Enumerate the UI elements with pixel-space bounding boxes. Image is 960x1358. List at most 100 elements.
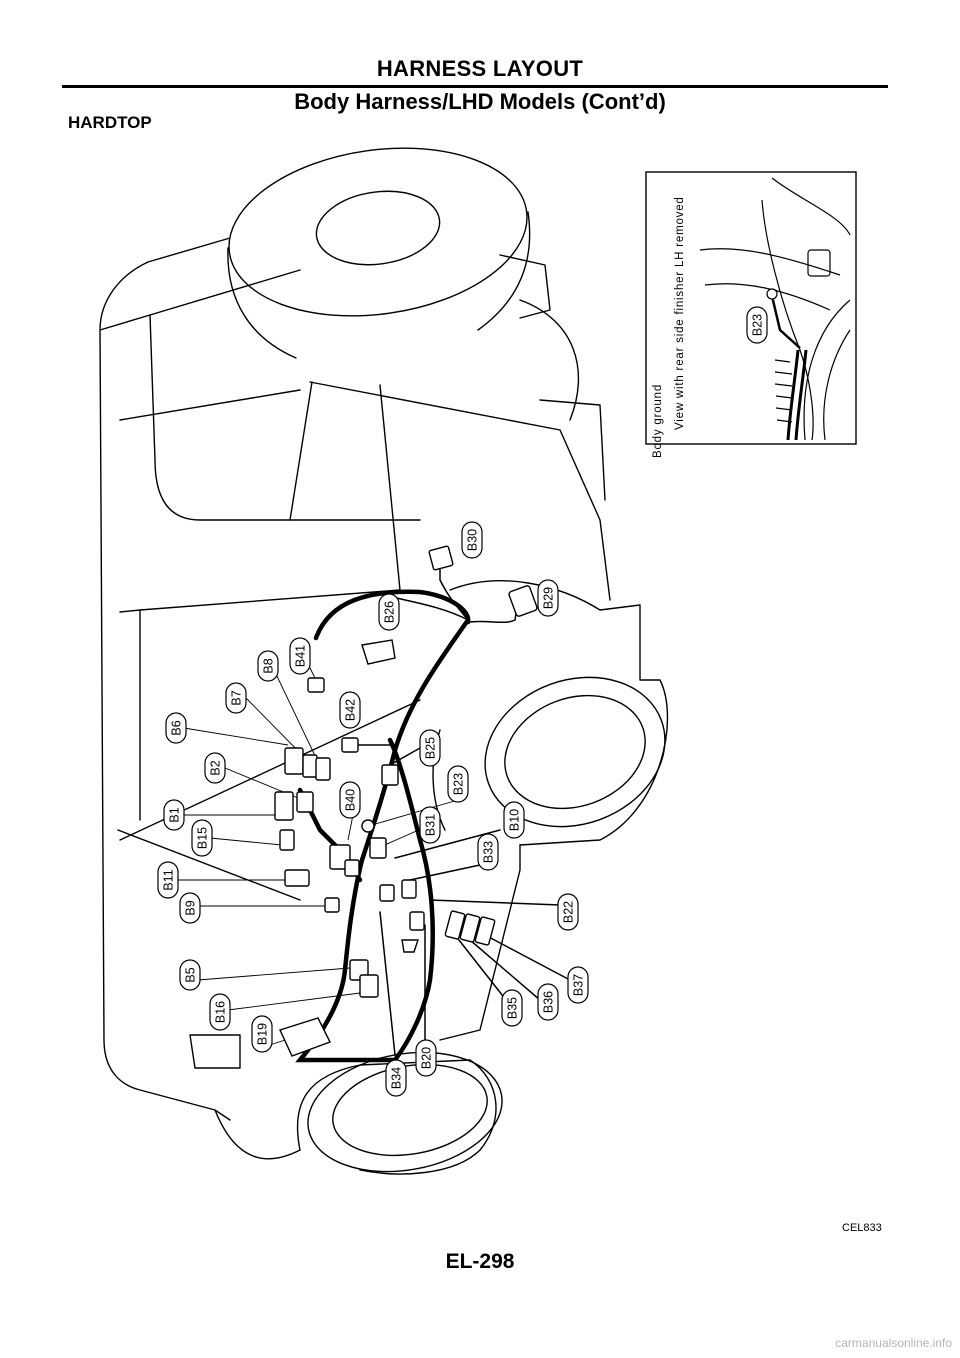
svg-text:B15: B15 [196,827,210,849]
rear-wheel-inner [504,694,646,810]
svg-text:B42: B42 [344,699,358,721]
connector-b16-shape [359,974,379,998]
connector-misc-c [401,879,417,899]
label-b25: B25 [419,729,441,767]
leader-b5 [197,967,351,981]
label-b22: B22 [557,893,579,931]
leader-b23 [371,799,459,826]
svg-text:B23: B23 [751,314,765,336]
label-b1: B1 [163,799,185,831]
svg-text:B25: B25 [424,737,438,759]
connector-b36-shape [459,913,481,943]
wire-b22 [429,899,561,906]
inset-harness [786,349,808,441]
inset-panel-line [699,248,841,311]
wire-b34 [379,911,396,1056]
connector-b41-shape [307,677,325,693]
page-number: EL-298 [445,1250,515,1273]
connector-b15-shape [279,829,295,851]
label-b40: B40 [339,781,361,819]
inset-bracket [807,249,831,277]
figure-code: CEL833 [842,1222,882,1234]
roof-line [149,269,421,521]
wire-b25 [389,747,421,766]
svg-text:B36: B36 [542,991,556,1013]
watermark: carmanualsonline.info [835,1336,952,1350]
svg-text:B6: B6 [170,720,184,735]
main-harness-trunk [295,617,471,1063]
inset-panel-curve [761,177,851,441]
connector-misc-e [401,939,419,953]
svg-text:B26: B26 [383,601,397,623]
inset-view: B23 View with rear side finisher LH remo… [645,171,857,458]
svg-text:B5: B5 [184,967,198,982]
svg-text:B8: B8 [262,658,276,673]
spare-tire-hub [315,190,441,266]
main-harness-loop [313,589,471,641]
label-b7: B7 [225,682,247,714]
svg-text:B22: B22 [562,901,576,923]
rear-window [119,381,611,601]
svg-text:B7: B7 [230,690,244,705]
label-b26: B26 [378,593,400,631]
label-b34: B34 [385,1059,407,1097]
svg-text:B16: B16 [214,1001,228,1023]
spare-tire-side [227,211,531,359]
page-header-title: HARNESS LAYOUT [376,56,584,81]
connector-b26-shape [361,639,396,665]
label-b15: B15 [191,819,213,857]
label-b6: B6 [165,712,187,744]
svg-text:B31: B31 [424,814,438,836]
svg-text:B19: B19 [256,1023,270,1045]
connector-labels: B30 B29 B26 B41 B8 B7 B42 B6 B25 B2 B23 … [157,521,589,1097]
label-b16: B16 [209,993,231,1031]
label-b31: B31 [419,806,441,844]
side-panel [117,589,421,901]
body-outline [99,237,301,1160]
inset-wheelarch [803,299,851,441]
inset-title: Body ground [652,384,664,458]
connector-b1-shape [274,791,294,821]
rear-gate-panel [499,254,606,501]
svg-text:B20: B20 [420,1047,434,1069]
svg-text:B9: B9 [184,900,198,915]
header-rule [62,85,888,88]
svg-text:B34: B34 [390,1067,404,1089]
wire-b33 [409,864,481,881]
wire-b29 [469,599,519,624]
label-b23: B23 [447,765,469,803]
label-b8: B8 [257,650,279,682]
page-header-subtitle: Body Harness/LHD Models (Cont’d) [294,89,666,114]
label-b42: B42 [339,691,361,729]
svg-text:B40: B40 [344,789,358,811]
connector-b11-shape [284,869,310,887]
wire-b35-b37 [454,934,571,1006]
svg-text:B1: B1 [168,807,182,822]
connector-b2-shape [296,791,314,813]
label-b33: B33 [477,833,499,871]
label-b37: B37 [567,966,589,1004]
label-b35: B35 [501,989,523,1027]
connector-b31-shape [369,837,387,859]
label-b30: B30 [461,521,483,559]
label-b11: B11 [157,861,179,899]
inset-caption: View with rear side finisher LH removed [674,196,686,430]
label-b10: B10 [503,801,525,839]
wire-b30 [439,564,469,621]
connector-misc-d [409,911,425,931]
svg-text:B35: B35 [506,997,520,1019]
connector-b29-shape [508,585,538,617]
wire-b10 [394,829,501,859]
rear-wheel-well [484,676,666,828]
leader-b8 [274,671,319,763]
label-b9: B9 [179,892,201,924]
spare-tire-outline [228,147,528,317]
svg-text:B10: B10 [508,809,522,831]
label-inset-b23: B23 [746,306,768,344]
svg-text:B29: B29 [542,587,556,609]
svg-text:B11: B11 [162,869,176,890]
inset-ground-bolt [766,288,778,300]
inset-stripes [774,359,793,423]
label-b19: B19 [251,1015,273,1053]
connector-b6-shape [284,747,304,775]
